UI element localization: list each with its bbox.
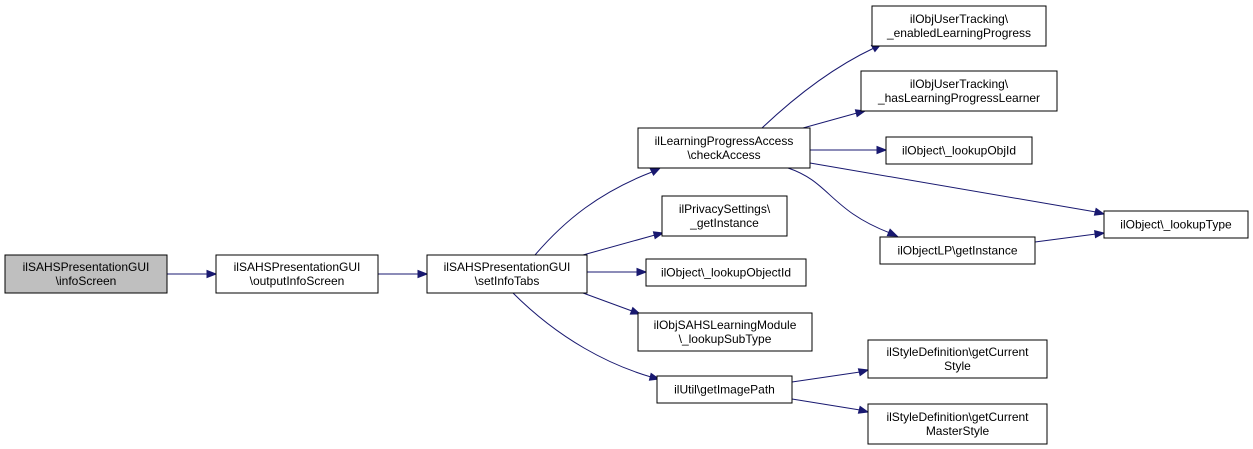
node-label-line: \infoScreen <box>56 274 117 288</box>
node-box[interactable] <box>4 254 168 294</box>
edge-setInfoTabs-to-checkAccess <box>534 167 662 256</box>
node-box[interactable] <box>426 254 588 294</box>
node-label-line: ilLearningProgressAccess <box>655 134 794 148</box>
arrow-head <box>857 368 870 377</box>
node-label-line: \setInfoTabs <box>475 274 540 288</box>
node-box[interactable] <box>661 195 788 237</box>
node-label-line: ilUtil\getImagePath <box>674 383 775 397</box>
node-label-line: ilObjUserTracking\ <box>910 12 1009 26</box>
node-label-line: ilSAHSPresentationGUI <box>23 260 150 274</box>
node-label-line: ilStyleDefinition\getCurrent <box>886 345 1029 359</box>
node-hasLearningProgressLearner[interactable]: ilObjUserTracking\_hasLearningProgressLe… <box>860 70 1058 112</box>
node-label-line: ilObjSAHSLearningModule <box>654 318 797 332</box>
arrow-head <box>1093 207 1106 216</box>
edge-line <box>534 171 653 256</box>
node-getInstanceLP[interactable]: ilObjectLP\getInstance <box>879 236 1036 265</box>
nodes-layer: ilSAHSPresentationGUI\infoScreenilSAHSPr… <box>4 5 1249 445</box>
arrow-head <box>417 269 429 279</box>
arrow-head <box>636 267 648 277</box>
edge-getImagePath-to-getCurrentMasterStyle <box>791 398 870 414</box>
node-label-line: ilObject\_lookupObjectId <box>661 266 791 280</box>
edges-layer <box>167 43 1106 414</box>
arrow-head <box>652 231 665 240</box>
node-box[interactable] <box>1103 210 1249 239</box>
node-getImagePath[interactable]: ilUtil\getImagePath <box>656 375 793 404</box>
edge-setInfoTabs-to-getImagePath <box>512 292 661 381</box>
node-outputInfoScreen[interactable]: ilSAHSPresentationGUI\outputInfoScreen <box>215 254 379 294</box>
node-label-line: _enabledLearningProgress <box>886 26 1031 40</box>
node-box[interactable] <box>645 258 807 287</box>
arrow-head <box>886 228 899 237</box>
node-box[interactable] <box>871 5 1047 47</box>
node-label-line: ilStyleDefinition\getCurrent <box>886 410 1029 424</box>
edge-getInstanceLP-to-lookupType <box>1034 229 1106 243</box>
node-label-line: \_lookupSubType <box>679 332 772 346</box>
edge-setInfoTabs-to-lookupSubType <box>582 292 642 315</box>
node-label-line: \checkAccess <box>687 148 760 162</box>
node-label-line: ilObjectLP\getInstance <box>897 244 1017 258</box>
node-label-line: ilSAHSPresentationGUI <box>234 260 361 274</box>
edge-line <box>787 167 891 234</box>
edge-line <box>809 162 1097 213</box>
node-box[interactable] <box>879 236 1036 265</box>
edge-checkAccess-to-hasLearningProgressLearner <box>802 109 867 129</box>
node-lookupObjectId[interactable]: ilObject\_lookupObjectId <box>645 258 807 287</box>
node-label-line: MasterStyle <box>926 424 990 438</box>
node-label-line: ilObject\_lookupType <box>1120 218 1232 232</box>
edge-line <box>1034 233 1097 243</box>
edge-setInfoTabs-to-lookupObjectId <box>587 267 648 277</box>
node-lookupType[interactable]: ilObject\_lookupType <box>1103 210 1249 239</box>
edge-line <box>512 292 652 378</box>
node-setInfoTabs[interactable]: ilSAHSPresentationGUI\setInfoTabs <box>426 254 588 294</box>
node-lookupSubType[interactable]: ilObjSAHSLearningModule\_lookupSubType <box>637 312 813 352</box>
edge-line <box>791 398 861 411</box>
node-box[interactable] <box>637 127 811 169</box>
node-getInstancePrivacy[interactable]: ilPrivacySettings\_getInstance <box>661 195 788 237</box>
node-box[interactable] <box>215 254 379 294</box>
edge-root-to-outputInfoScreen <box>167 269 218 279</box>
edge-checkAccess-to-lookupObjId <box>810 145 888 155</box>
edge-checkAccess-to-lookupType <box>809 162 1106 216</box>
edge-line <box>791 371 861 383</box>
node-root[interactable]: ilSAHSPresentationGUI\infoScreen <box>4 254 168 294</box>
arrow-head <box>857 405 870 414</box>
edge-checkAccess-to-getInstanceLP <box>787 167 899 237</box>
node-label-line: ilObjUserTracking\ <box>910 77 1009 91</box>
edge-line <box>761 47 875 129</box>
node-box[interactable] <box>860 70 1058 112</box>
arrow-head <box>1094 229 1106 239</box>
node-enabledLearningProgress[interactable]: ilObjUserTracking\_enabledLearningProgre… <box>871 5 1047 47</box>
node-label-line: \outputInfoScreen <box>250 274 345 288</box>
node-box[interactable] <box>656 375 793 404</box>
edge-line <box>802 112 858 129</box>
node-label-line: ilSAHSPresentationGUI <box>444 260 571 274</box>
arrow-head <box>876 145 888 155</box>
node-box[interactable] <box>637 312 813 352</box>
arrow-head <box>206 269 218 279</box>
node-label-line: ilObject\_lookupObjId <box>902 144 1016 158</box>
node-label-line: _hasLearningProgressLearner <box>877 91 1040 105</box>
node-label-line: Style <box>944 359 971 373</box>
node-box[interactable] <box>867 403 1048 445</box>
edge-line <box>582 292 633 312</box>
node-label-line: _getInstance <box>689 216 759 230</box>
node-box[interactable] <box>885 136 1033 165</box>
edge-getImagePath-to-getCurrentStyle <box>791 368 870 383</box>
node-lookupObjId[interactable]: ilObject\_lookupObjId <box>885 136 1033 165</box>
node-label-line: ilPrivacySettings\ <box>679 202 771 216</box>
edge-outputInfoScreen-to-setInfoTabs <box>378 269 429 279</box>
arrow-head <box>629 306 642 315</box>
node-checkAccess[interactable]: ilLearningProgressAccess\checkAccess <box>637 127 811 169</box>
edge-setInfoTabs-to-getInstancePrivacy <box>582 231 665 256</box>
edge-line <box>582 234 656 256</box>
arrow-head <box>649 167 662 177</box>
node-box[interactable] <box>867 339 1048 379</box>
